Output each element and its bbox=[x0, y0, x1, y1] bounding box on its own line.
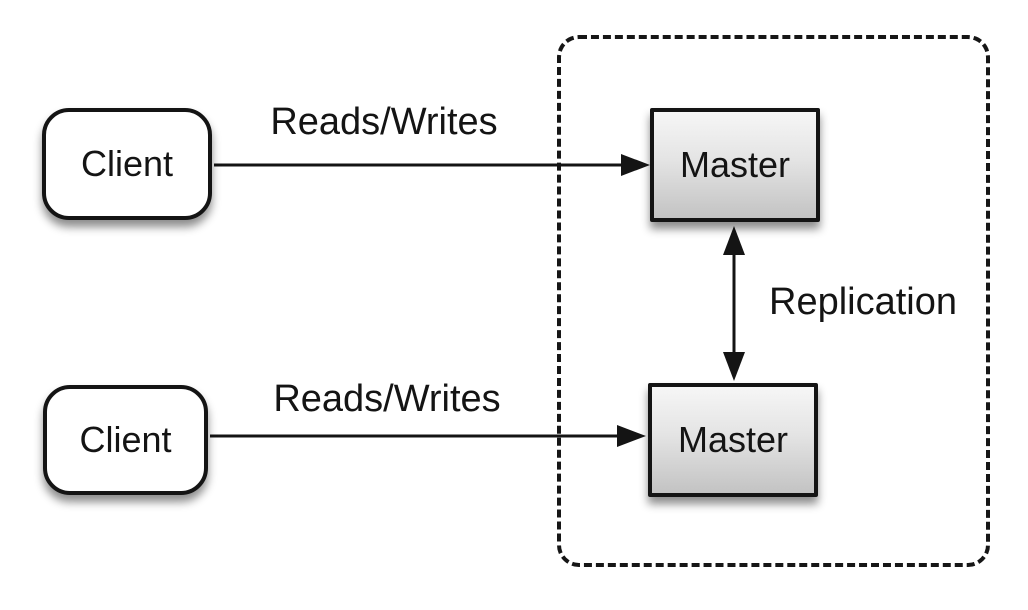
master-node-label: Master bbox=[679, 144, 791, 185]
reads-writes-label-top: Reads/Writes bbox=[270, 101, 498, 143]
replication-group-box bbox=[557, 35, 990, 567]
client-node-label: Client bbox=[80, 143, 174, 184]
client-node-top: Client bbox=[42, 108, 212, 220]
client-node-label: Client bbox=[79, 419, 172, 460]
client-node-bottom: Client bbox=[43, 385, 208, 495]
replication-label: Replication bbox=[769, 281, 957, 323]
reads-writes-label-bottom: Reads/Writes bbox=[273, 378, 501, 420]
master-node-top: Master bbox=[650, 108, 820, 222]
master-node-label: Master bbox=[677, 419, 789, 460]
master-node-bottom: Master bbox=[648, 383, 818, 497]
